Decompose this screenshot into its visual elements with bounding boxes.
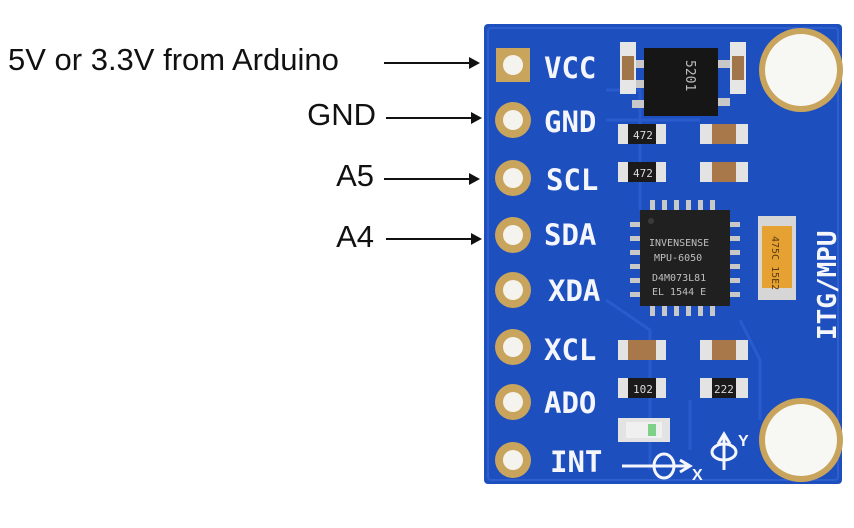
tantalum-capacitor: 475C 15E2	[758, 216, 796, 300]
svg-text:472: 472	[633, 129, 653, 142]
pin-pad-int	[495, 442, 531, 478]
pin-pad-gnd	[495, 102, 531, 138]
callout-gnd-label: GND	[307, 97, 376, 132]
resistor-r2: 472	[618, 162, 666, 182]
pin-pad-sda	[495, 217, 531, 253]
svg-text:102: 102	[633, 383, 653, 396]
chip-line-2: MPU-6050	[654, 253, 702, 264]
voltage-regulator: 5201	[632, 48, 730, 116]
pin-pad-xda	[495, 272, 531, 308]
power-led	[618, 418, 670, 442]
svg-text:472: 472	[633, 167, 653, 180]
callout-sda-arrow	[386, 233, 482, 245]
callout-sda-label: A4	[336, 219, 374, 254]
pin-pad-scl	[495, 160, 531, 196]
callout-vcc-label: 5V or 3.3V from Arduino	[8, 42, 339, 77]
resistor-r3: 102	[618, 378, 666, 398]
resistor-r1: 472	[618, 124, 666, 144]
pin-label-scl: SCL	[546, 163, 598, 197]
resistor-r4: 222	[700, 378, 748, 398]
pin-label-ado: ADO	[544, 386, 596, 420]
svg-text:475C 15E2: 475C 15E2	[769, 236, 780, 290]
capacitor-c3	[700, 124, 748, 144]
capacitor-c4	[700, 162, 748, 182]
capacitor-c2	[730, 42, 746, 94]
pin-label-gnd: GND	[544, 105, 596, 139]
svg-text:222: 222	[714, 383, 734, 396]
axis-label-x: X	[692, 467, 703, 484]
capacitor-c5	[618, 340, 666, 360]
capacitor-c6	[700, 340, 748, 360]
callout-gnd-arrow	[386, 112, 482, 124]
axis-markings	[622, 431, 738, 480]
chip-line-3: D4M073L81	[652, 273, 706, 284]
pin-pad-ado	[495, 384, 531, 420]
callout-scl-arrow	[384, 173, 480, 185]
pin-label-xda: XDA	[548, 274, 600, 308]
callout-scl-label: A5	[336, 158, 374, 193]
pin-label-sda: SDA	[544, 218, 596, 252]
axis-label-y: Y	[738, 433, 749, 450]
mpu6050-chip: INVENSENSE MPU-6050 D4M073L81 EL 1544 E	[630, 200, 740, 316]
callout-vcc-arrow	[384, 57, 480, 69]
pin-label-int: INT	[550, 445, 602, 479]
pin-label-xcl: XCL	[544, 333, 596, 367]
pin-pads	[495, 48, 531, 478]
mounting-hole-bottom	[759, 398, 843, 482]
capacitor-c1	[620, 42, 636, 94]
pin-label-vcc: VCC	[544, 51, 596, 85]
board-side-text: ITG/MPU	[813, 230, 843, 340]
pin-pad-xcl	[495, 329, 531, 365]
mounting-hole-top	[759, 28, 843, 112]
regulator-marking: 5201	[682, 60, 697, 91]
chip-line-1: INVENSENSE	[649, 238, 709, 249]
chip-line-4: EL 1544 E	[652, 287, 706, 298]
